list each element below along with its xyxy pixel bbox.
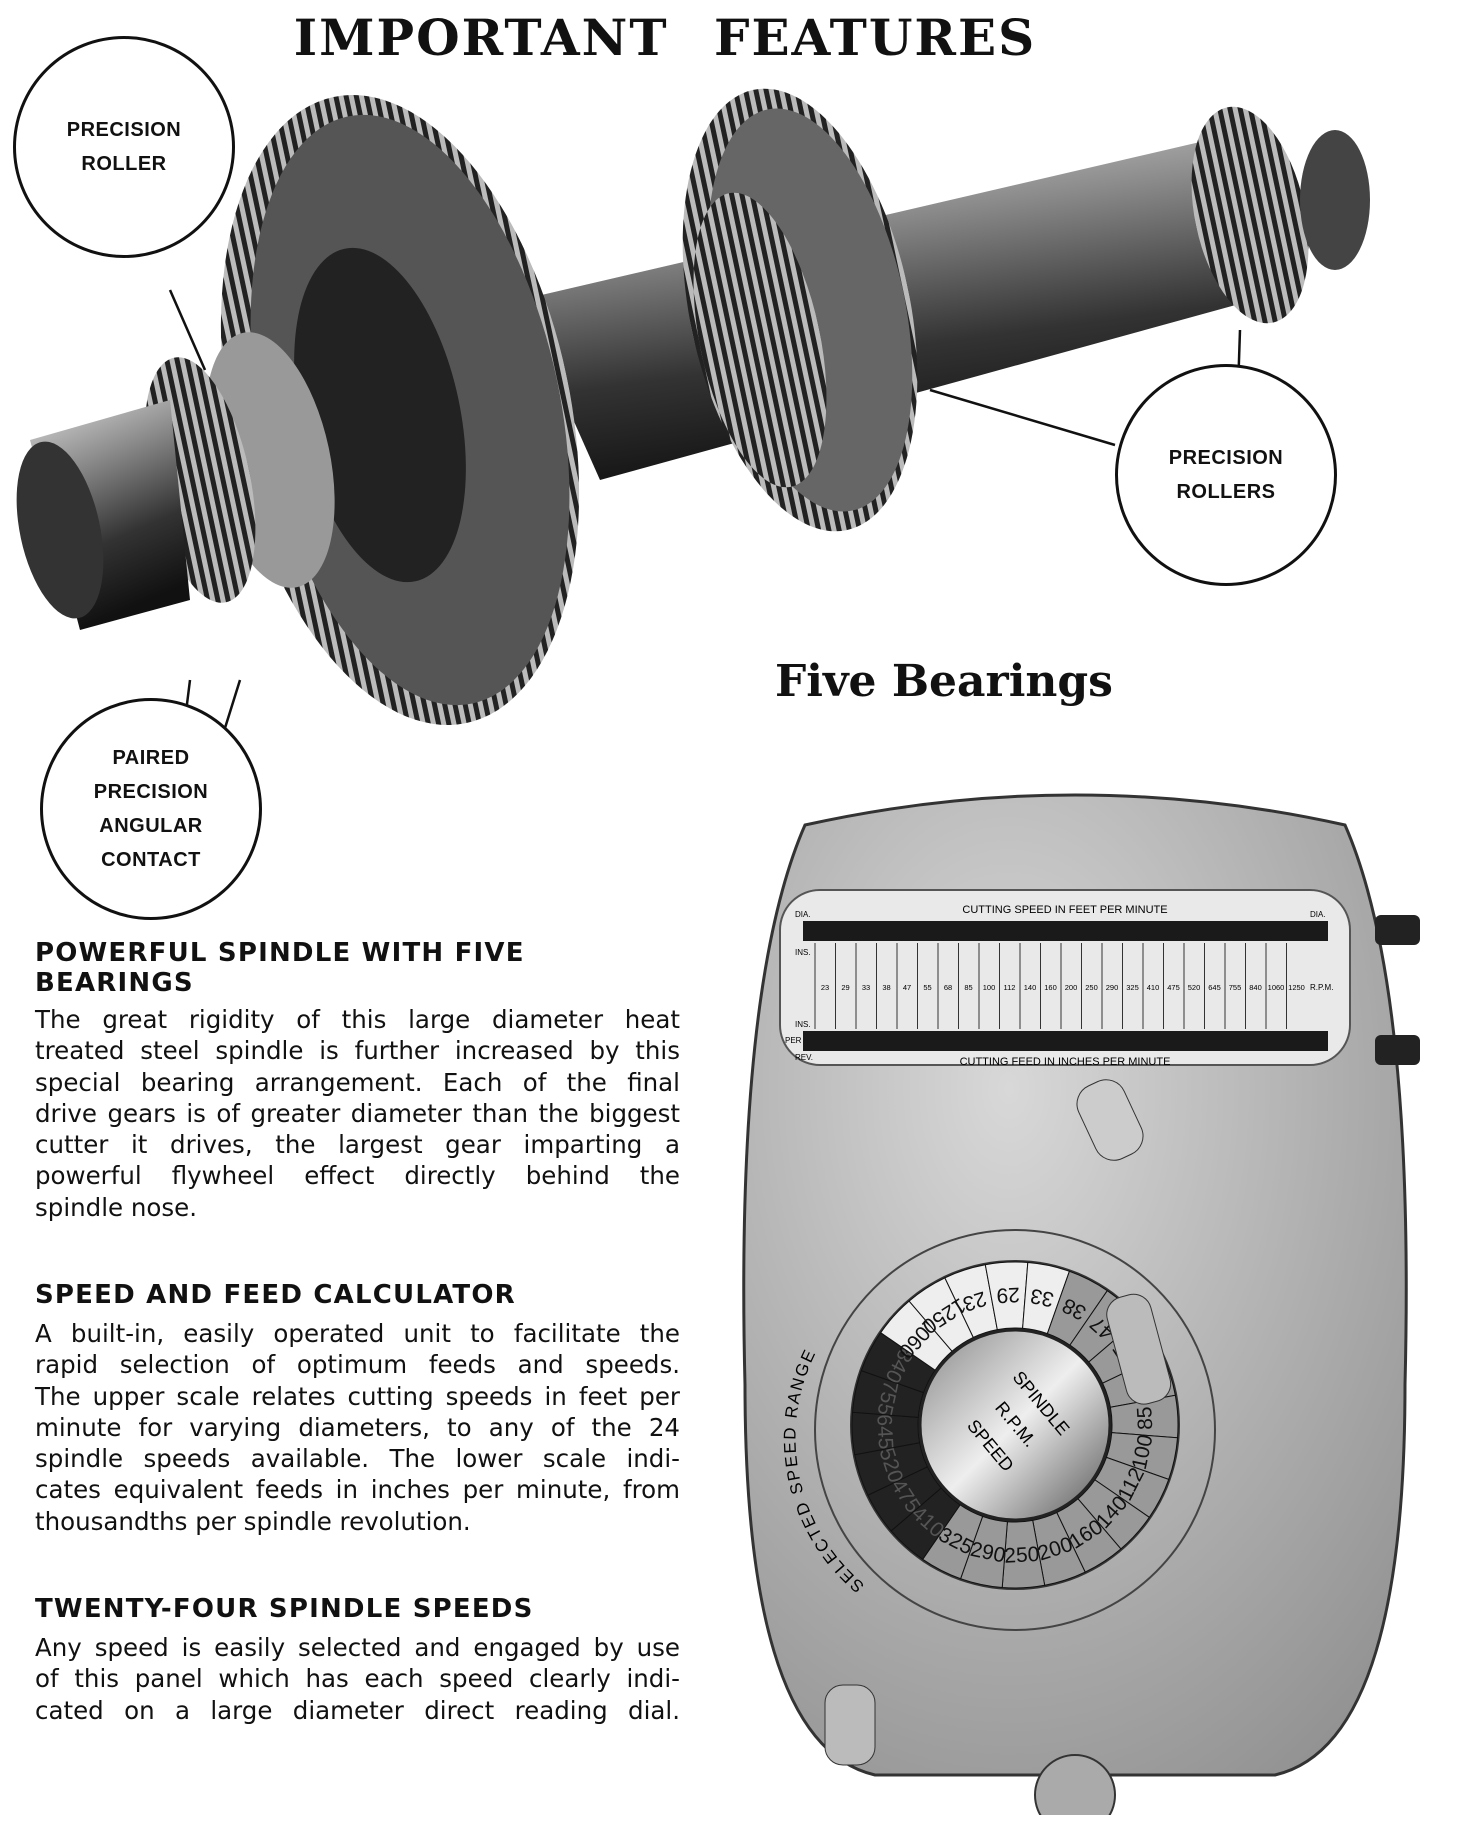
middle-gear — [682, 88, 918, 532]
rpm-value: 29 — [841, 983, 849, 992]
cutting-feed-label: CUTTING FEED IN INCHES PER MINUTE — [960, 1056, 1171, 1068]
front-bearings — [16, 332, 335, 630]
dial-speed-value: 33 — [1028, 1284, 1056, 1311]
callout-text: ROLLERS — [1176, 481, 1276, 503]
rpm-value: 47 — [903, 983, 911, 992]
callout-text: PRECISION — [66, 119, 182, 141]
dial-speed-value: 29 — [996, 1283, 1021, 1307]
section-heading: POWERFUL SPINDLE WITH FIVE — [35, 938, 525, 968]
rpm-value: 475 — [1167, 983, 1180, 992]
body-line: treated steel spindle is further increas… — [35, 1036, 680, 1066]
body-line: cutter it drives, the largest gear impar… — [35, 1130, 680, 1160]
rpm-value: 112 — [1004, 983, 1016, 992]
selector-levers[interactable] — [824, 1073, 1175, 1766]
five-bearings-heading: Five Bearings — [775, 656, 1113, 707]
rpm-value: 100 — [983, 983, 996, 992]
callout-text: PAIRED — [112, 747, 190, 769]
rpm-value: 840 — [1249, 983, 1262, 992]
rpm-value: 68 — [944, 983, 952, 992]
section-heading: TWENTY-FOUR SPINDLE SPEEDS — [35, 1594, 534, 1624]
rpm-value: 410 — [1147, 983, 1160, 992]
rpm-value: 38 — [882, 983, 890, 992]
body-line: minute for varying diameters, to any of … — [35, 1412, 680, 1442]
rpm-value: 1060 — [1268, 983, 1285, 992]
body-line: Any speed is easily selected and engaged… — [35, 1633, 680, 1662]
body-line: drive gears is of greater diameter than … — [35, 1098, 680, 1128]
rpm-value: 23 — [821, 983, 829, 992]
body-line: powerful flywheel effect directly behind… — [35, 1161, 680, 1191]
body-line: The great rigidity of this large diamete… — [35, 1005, 680, 1034]
calculator-plate: CUTTING SPEED IN FEET PER MINUTE DIA. DI… — [779, 889, 1351, 1068]
rpm-value: 200 — [1065, 983, 1078, 992]
body-line: special bearing arrangement. Each of the… — [35, 1067, 680, 1097]
callout-precision-roller: PRECISION ROLLER — [13, 36, 235, 258]
rpm-value: 290 — [1106, 983, 1119, 992]
dia-label: DIA. — [795, 910, 811, 919]
rear-roller-bearing — [1191, 106, 1370, 324]
body-line: spindle speeds available. The lower scal… — [35, 1444, 680, 1474]
rpm-value: 645 — [1208, 983, 1221, 992]
rpm-value: 250 — [1085, 983, 1098, 992]
callout-paired-angular-contact: PAIRED PRECISION ANGULAR CONTACT — [40, 698, 262, 920]
dial-speed-value: 250 — [1004, 1543, 1040, 1568]
section-speed-feed-calculator: SPEED AND FEED CALCULATOR A built-in, ea… — [35, 1280, 680, 1537]
callout-text: ANGULAR — [99, 815, 203, 837]
callout-text: CONTACT — [101, 849, 201, 871]
rpm-label: R.P.M. — [1310, 983, 1333, 992]
cutting-speed-label: CUTTING SPEED IN FEET PER MINUTE — [962, 904, 1167, 916]
body-line: The upper scale relates cutting speeds i… — [35, 1381, 680, 1411]
page-title: IMPORTANT FEATURES — [293, 8, 1037, 67]
body-line: thousandths per spindle revolution. — [35, 1506, 471, 1536]
ins-label: INS. — [795, 948, 811, 957]
section-powerful-spindle: POWERFUL SPINDLE WITH FIVE BEARINGS The … — [35, 938, 680, 1223]
rpm-value: 755 — [1229, 983, 1242, 992]
dial-segment — [908, 1277, 974, 1352]
body-line: cated on a large diameter direct reading… — [35, 1695, 680, 1725]
speed-slide-scale[interactable] — [803, 921, 1328, 941]
callout-text: PRECISION — [1168, 447, 1284, 469]
dial-speed-value: 645 — [872, 1414, 897, 1450]
body-line: rapid selection of optimum feeds and spe… — [35, 1350, 680, 1380]
rpm-value: 140 — [1024, 983, 1037, 992]
rpm-value: 85 — [964, 983, 972, 992]
feed-slide-scale[interactable] — [803, 1031, 1328, 1051]
rpm-value: 33 — [862, 983, 870, 992]
rpm-value: 55 — [923, 983, 931, 992]
rpm-value: 520 — [1188, 983, 1201, 992]
ins-label-lower: INS. — [795, 1020, 811, 1029]
callout-precision-rollers: PRECISION ROLLERS — [1115, 364, 1337, 586]
rpm-value: 325 — [1126, 983, 1139, 992]
spindle-gear-photo — [16, 88, 1370, 761]
body-line: spindle nose. — [35, 1192, 198, 1222]
rpm-value: 160 — [1044, 983, 1057, 992]
section-heading: BEARINGS — [35, 968, 194, 998]
callout-text: ROLLER — [81, 153, 167, 175]
body-line: A built-in, easily operated unit to faci… — [35, 1319, 680, 1348]
section-heading: SPEED AND FEED CALCULATOR — [35, 1280, 516, 1310]
section-twenty-four-speeds: TWENTY-FOUR SPINDLE SPEEDS Any speed is … — [35, 1594, 680, 1726]
dia-label-right: DIA. — [1310, 910, 1326, 919]
rev-label: REV. — [795, 1053, 813, 1062]
body-line: cates equivalent feeds in inches per min… — [35, 1475, 680, 1505]
rpm-value: 1250 — [1288, 983, 1305, 992]
speed-dial[interactable]: SELECTED SPEED RANGE 2329333847556885100… — [780, 1229, 1216, 1631]
callout-text: PRECISION — [93, 781, 209, 803]
per-label: PER — [785, 1036, 802, 1045]
body-line: of this panel which has each speed clear… — [35, 1664, 680, 1694]
dial-speed-value: 85 — [1133, 1406, 1157, 1431]
speed-feed-panel-photo: CUTTING SPEED IN FEET PER MINUTE DIA. DI… — [742, 793, 1420, 1815]
